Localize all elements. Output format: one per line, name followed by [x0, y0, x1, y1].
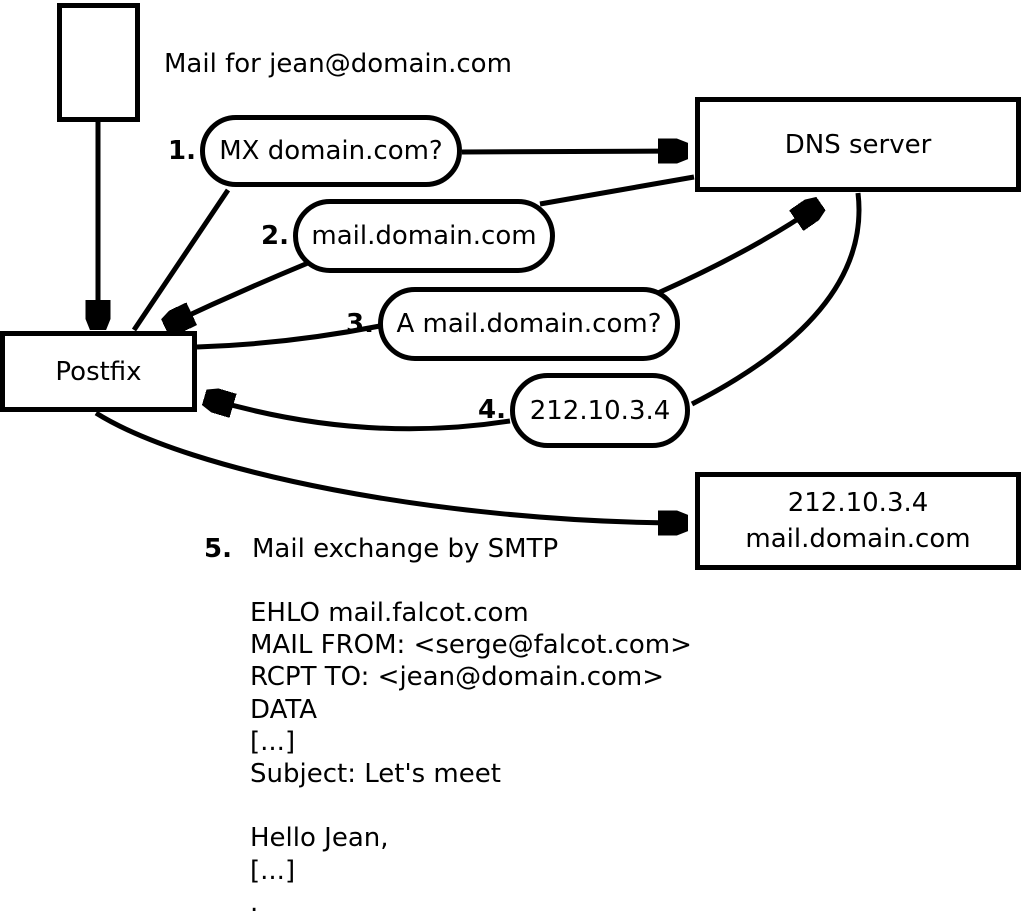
- arrow-step1-to-dns: [461, 151, 682, 152]
- step1-query-label: MX domain.com?: [219, 136, 443, 166]
- smtp-session-transcript: EHLO mail.falcot.com MAIL FROM: <serge@f…: [250, 597, 692, 919]
- step3-number: 3.: [346, 309, 374, 339]
- line-postfix-to-step1: [131, 188, 231, 332]
- step4-answer-bubble: 212.10.3.4: [510, 373, 690, 448]
- mail-server-ip: 212.10.3.4: [787, 488, 929, 518]
- step2-answer-bubble: mail.domain.com: [293, 199, 555, 273]
- line-postfix-to-step3: [196, 323, 381, 350]
- postfix-label: Postfix: [55, 356, 142, 387]
- step1-number: 1.: [168, 136, 196, 166]
- smtp-line: RCPT TO: <jean@domain.com>: [250, 662, 665, 693]
- line-dns-to-step2: [539, 174, 695, 207]
- dns-server-node: DNS server: [695, 97, 1021, 192]
- smtp-line: Subject: Let's meet: [250, 758, 501, 789]
- postfix-node: Postfix: [0, 331, 197, 412]
- step5-number: 5.: [204, 534, 232, 564]
- mail-envelope-node: [57, 3, 140, 122]
- step1-query-bubble: MX domain.com?: [200, 115, 462, 187]
- step4-answer-label: 212.10.3.4: [529, 395, 671, 426]
- arrow-step4-to-postfix: [210, 399, 511, 432]
- step3-query-label: A mail.domain.com?: [396, 309, 662, 339]
- step4-number: 4.: [478, 395, 506, 425]
- smtp-line: .: [250, 887, 259, 918]
- step2-number: 2.: [261, 221, 289, 251]
- mail-server-node: 212.10.3.4 mail.domain.com: [695, 472, 1021, 570]
- step3-query-bubble: A mail.domain.com?: [378, 287, 680, 361]
- smtp-line-blank: [250, 790, 692, 822]
- smtp-line: [...]: [250, 726, 296, 757]
- smtp-line: [...]: [250, 855, 296, 886]
- mail-server-hostname: mail.domain.com: [745, 524, 971, 554]
- step5-label: Mail exchange by SMTP: [252, 534, 559, 564]
- arrow-postfix-to-mailserver: [94, 410, 682, 523]
- smtp-line: DATA: [250, 694, 317, 725]
- smtp-line: EHLO mail.falcot.com: [250, 598, 529, 628]
- arrow-step2-to-postfix: [170, 260, 309, 324]
- arrow-step3-to-dns: [656, 207, 816, 296]
- dns-server-label: DNS server: [784, 129, 932, 160]
- step2-answer-label: mail.domain.com: [311, 221, 537, 251]
- smtp-line: Hello Jean,: [250, 823, 389, 854]
- smtp-line: MAIL FROM: <serge@falcot.com>: [250, 630, 692, 661]
- diagram-title: Mail for jean@domain.com: [164, 49, 512, 79]
- line-dns-to-step4: [690, 192, 862, 407]
